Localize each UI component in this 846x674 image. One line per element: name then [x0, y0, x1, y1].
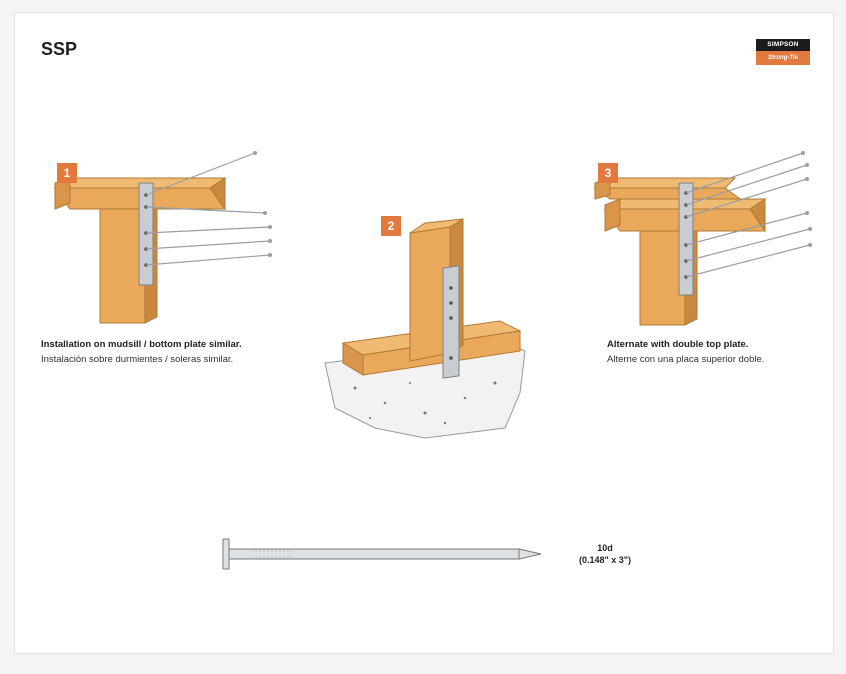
- nail-size: 10d: [597, 543, 613, 553]
- logo-bottom-text: Strong-Tie: [756, 51, 810, 65]
- figure-1-caption: Installation on mudsill / bottom plate s…: [41, 337, 242, 367]
- simpson-logo: SIMPSON Strong-Tie: [756, 39, 810, 65]
- figure-1-caption-es: Instalación sobre durmientes / soleras s…: [41, 354, 234, 365]
- figure-1-badge: 1: [57, 163, 77, 183]
- figure-3-caption-en: Alternate with double top plate.: [607, 339, 749, 350]
- figure-3-caption-es: Alterne con una placa superior doble.: [607, 354, 765, 365]
- figure-2-illustration: [324, 218, 526, 439]
- figure-3-illustration: [593, 151, 812, 326]
- figure-3-caption: Alternate with double top plate. Alterne…: [607, 337, 764, 367]
- figure-1-illustration: [53, 151, 272, 324]
- figure-1-caption-en: Installation on mudsill / bottom plate s…: [41, 339, 242, 350]
- diagram-sheet: SSP SIMPSON Strong-Tie 1 Instal: [14, 12, 834, 654]
- nail-label: 10d (0.148" x 3"): [565, 542, 645, 566]
- nail-dimensions: (0.148" x 3"): [578, 555, 632, 565]
- figure-2-badge: 2: [381, 216, 401, 236]
- logo-top-text: SIMPSON: [756, 39, 810, 51]
- nail-illustration: [222, 538, 542, 570]
- figure-3-badge: 3: [598, 163, 618, 183]
- page-title: SSP: [41, 39, 78, 59]
